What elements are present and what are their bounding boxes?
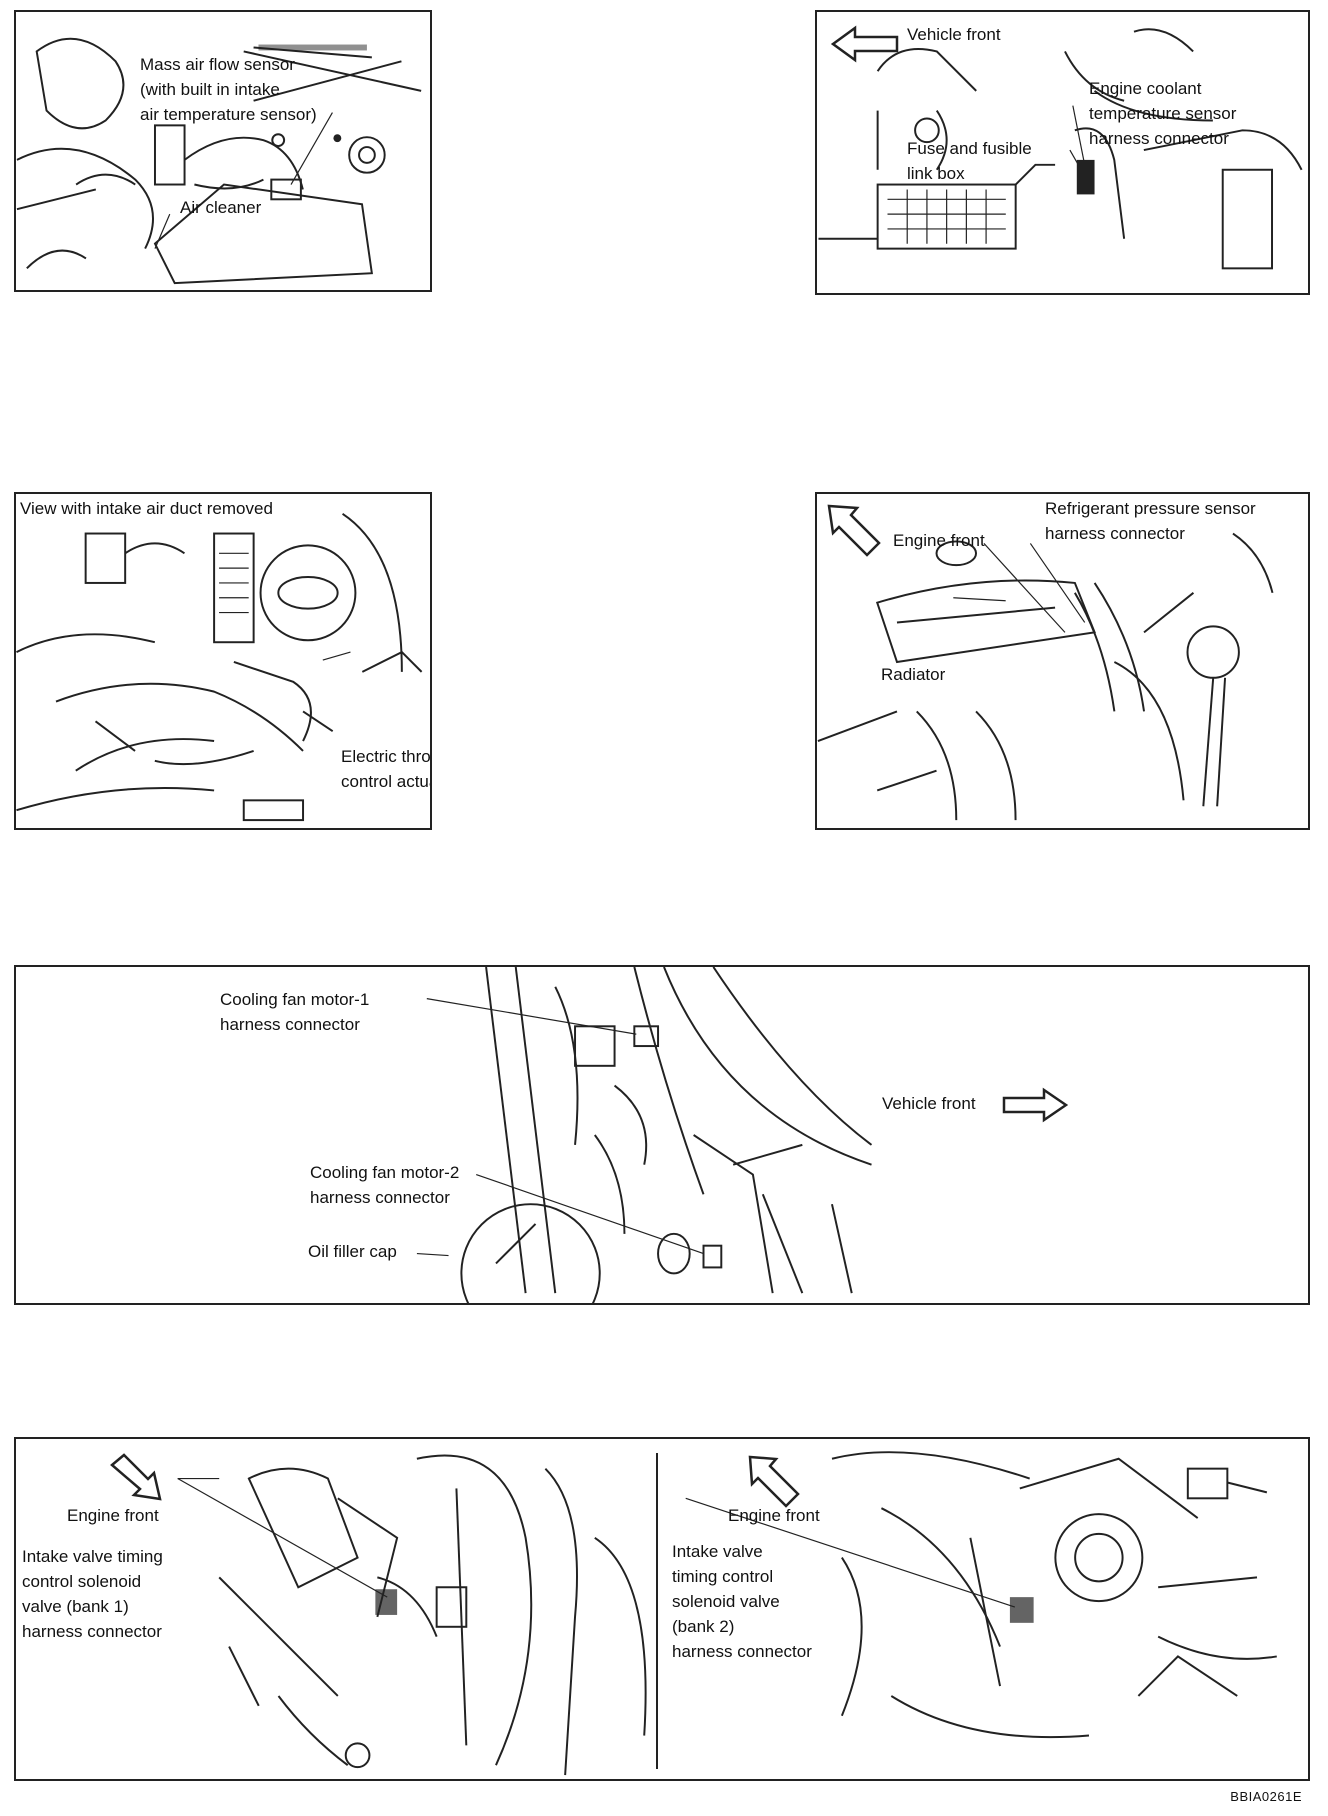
- callout-radiator: Radiator: [881, 665, 946, 684]
- engine-bay-illustration: [16, 37, 422, 285]
- label-engine-front-right: Engine front: [728, 1506, 820, 1525]
- callout-refrigerant-pressure-sensor: Refrigerant pressure sensor harness conn…: [1045, 499, 1256, 543]
- label-engine-front: Engine front: [893, 531, 985, 550]
- heading-view-intake-duct-removed: View with intake air duct removed: [20, 499, 273, 518]
- engine-bay-illustration: [818, 28, 1303, 270]
- engine-front-arrow-icon: [110, 1453, 162, 1501]
- callout-mass-air-flow-sensor: Mass air flow sensor (with built in inta…: [140, 55, 317, 124]
- callout-electric-throttle-actuator: Electric throttle control actuator: [341, 747, 431, 791]
- diagram-code: BBIA0261E: [1230, 1789, 1302, 1804]
- panel-divider: [656, 1453, 658, 1769]
- callout-oil-filler-cap: Oil filler cap: [308, 1242, 397, 1261]
- callout-ivt-bank1: Intake valve timing control solenoid val…: [22, 1547, 163, 1641]
- engine-bay-illustration: [177, 1451, 1277, 1776]
- engine-front-arrow-icon: [748, 1455, 800, 1508]
- callout-fuse-and-fusible-link-box: Fuse and fusible link box: [907, 139, 1032, 183]
- callout-engine-coolant-temp-sensor: Engine coolant temperature sensor harnes…: [1089, 79, 1237, 148]
- vehicle-front-arrow-icon: [1002, 1087, 1068, 1123]
- panel-refrigerant-pressure-sensor: Engine front Refrigerant pressure sensor…: [815, 492, 1310, 830]
- callout-air-cleaner: Air cleaner: [180, 198, 262, 217]
- panel-intake-valve-timing: Engine front Intake valve timing control…: [14, 1437, 1310, 1781]
- panel-throttle-actuator: View with intake air duct removed Electr…: [14, 492, 432, 830]
- panel-cooling-fan-motors: Cooling fan motor-1 harness connector Co…: [14, 965, 1310, 1305]
- vehicle-front-arrow-icon: [831, 25, 899, 63]
- callout-ivt-bank2: Intake valve timing control solenoid val…: [672, 1542, 812, 1661]
- label-vehicle-front: Vehicle front: [882, 1094, 976, 1113]
- callout-cooling-fan-motor-1: Cooling fan motor-1 harness connector: [220, 990, 370, 1034]
- panel-maf-sensor: Mass air flow sensor (with built in inta…: [14, 10, 432, 292]
- engine-front-arrow-icon: [827, 504, 881, 557]
- callout-cooling-fan-motor-2: Cooling fan motor-2 harness connector: [310, 1163, 460, 1207]
- engine-bay-illustration: [817, 532, 1274, 821]
- label-vehicle-front: Vehicle front: [907, 25, 1001, 44]
- engine-bay-illustration: [16, 512, 423, 822]
- engine-bay-illustration: [416, 967, 873, 1303]
- panel-coolant-temp-sensor: Vehicle front Engine coolant temperature…: [815, 10, 1310, 295]
- label-engine-front-left: Engine front: [67, 1506, 159, 1525]
